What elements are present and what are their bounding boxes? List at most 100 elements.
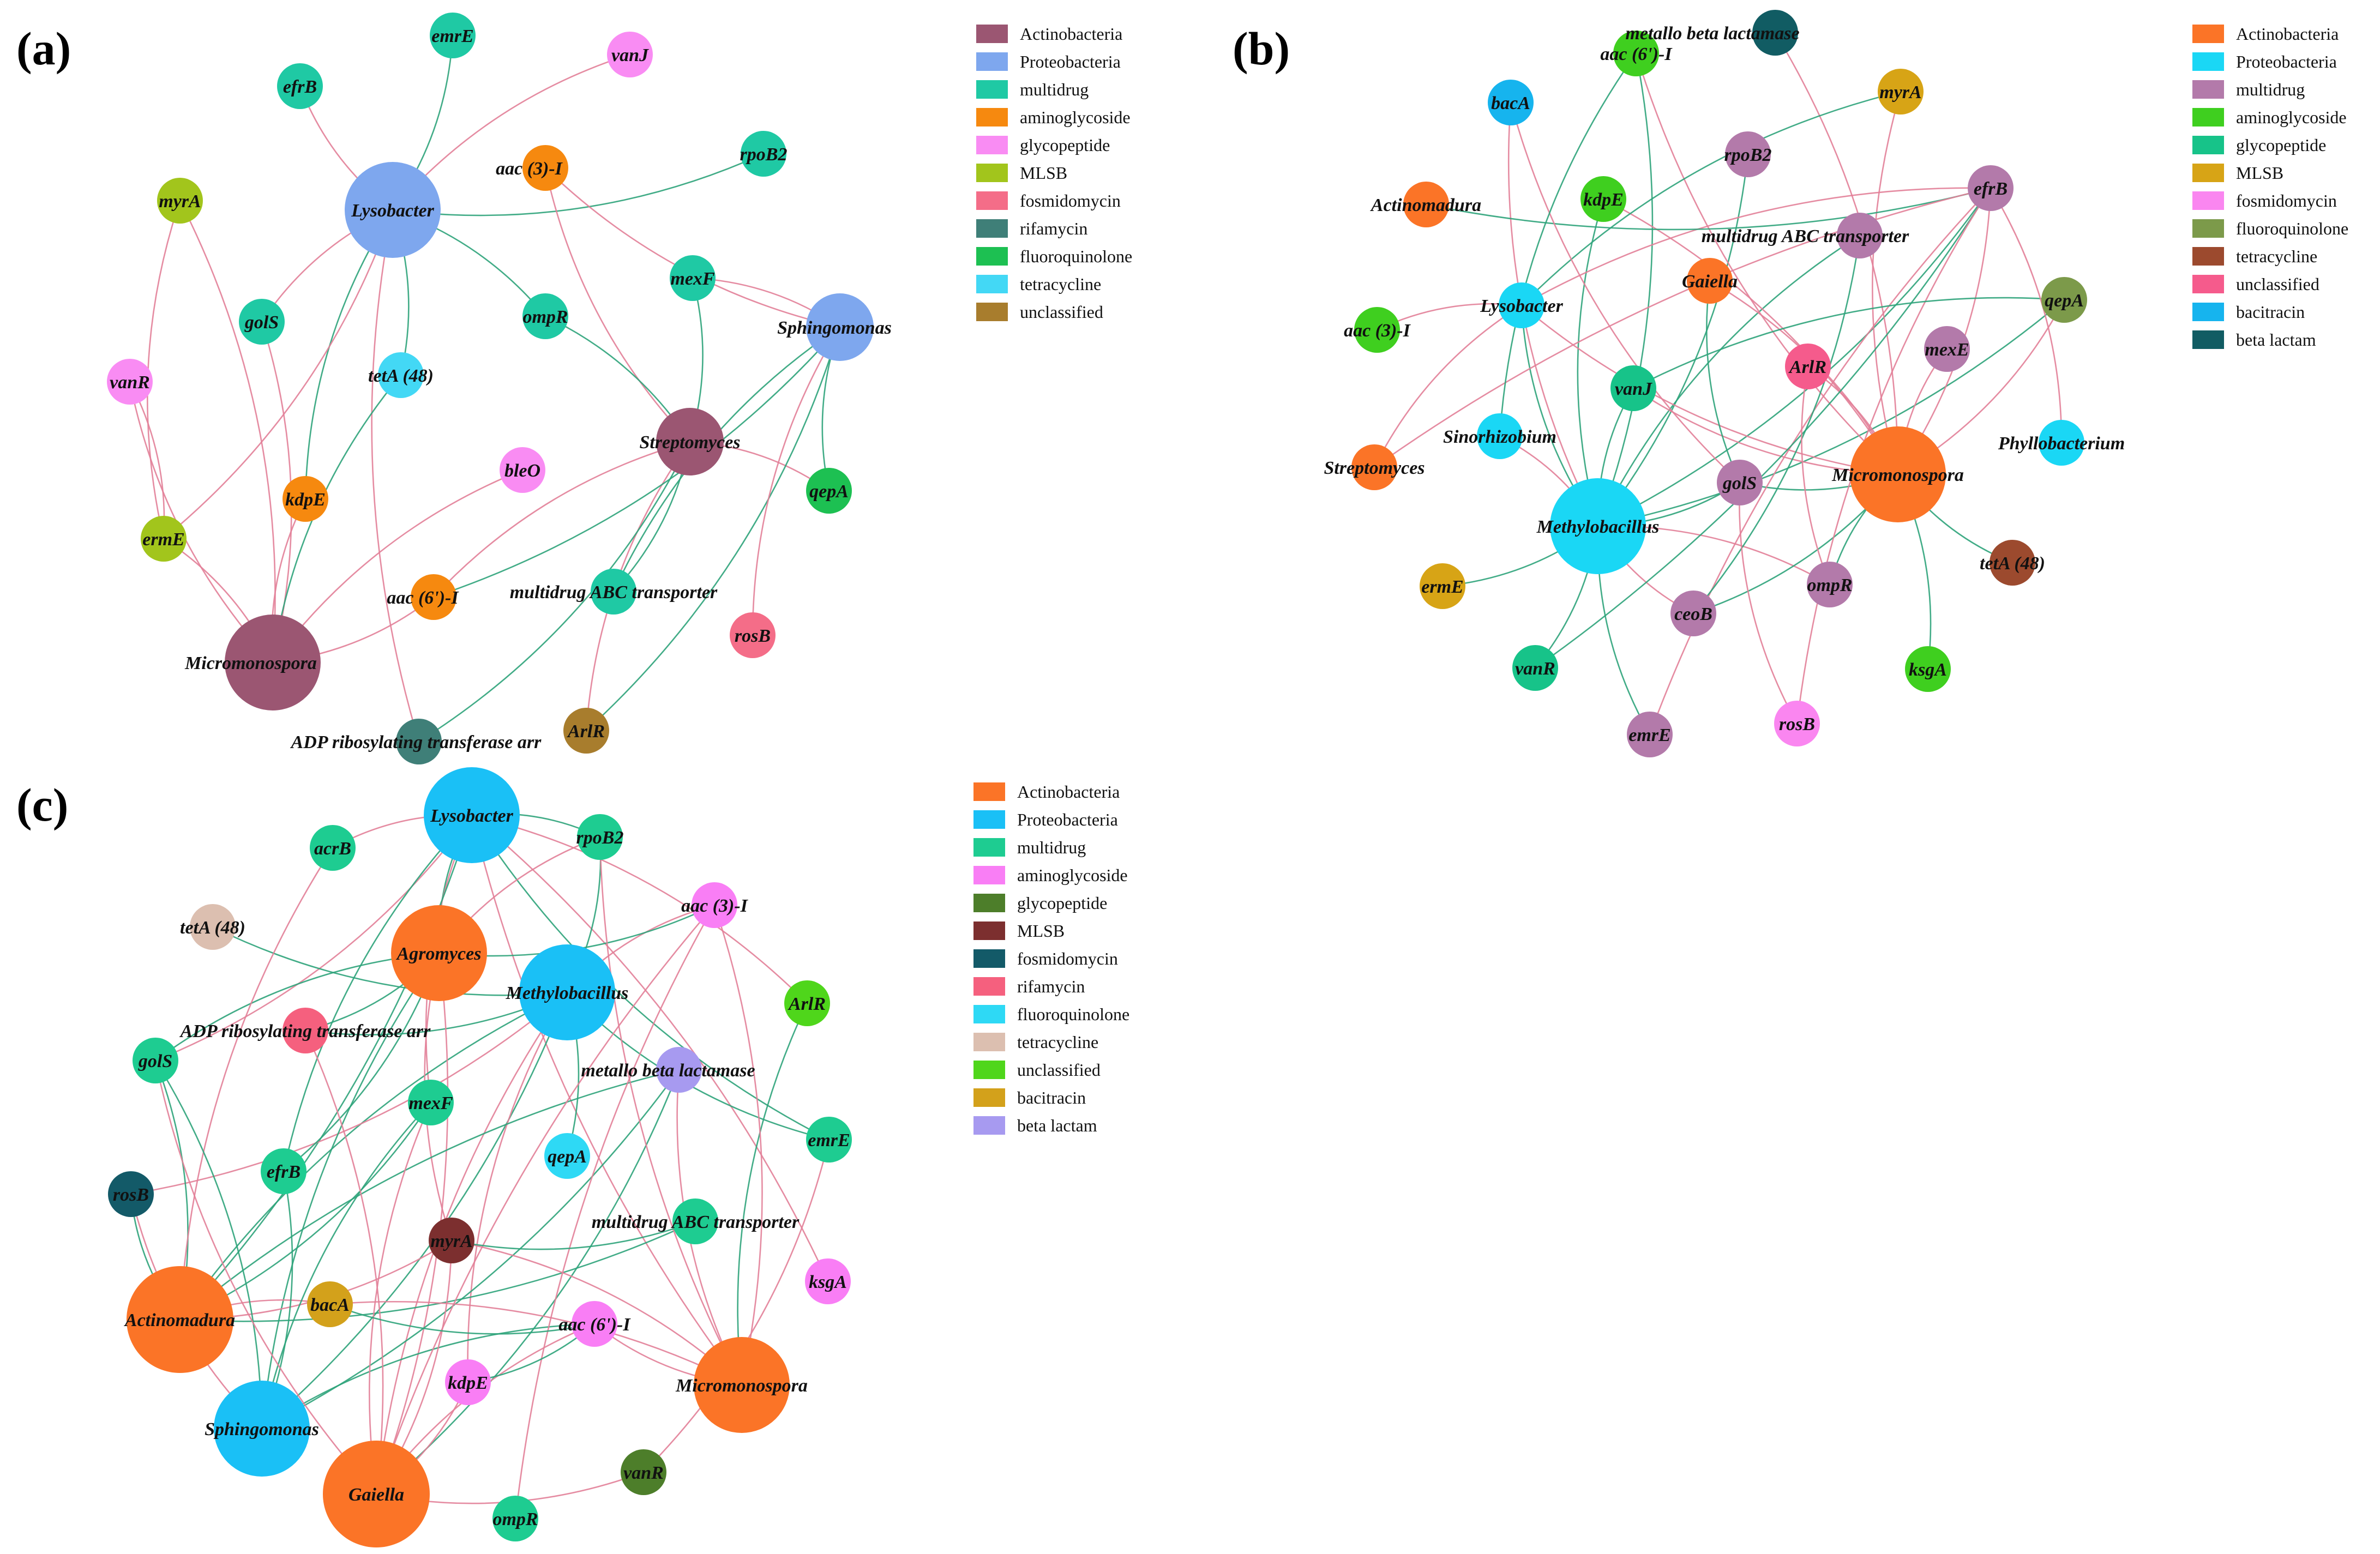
node-label: vanR [1515,659,1555,679]
network-node [141,516,187,562]
network-node [563,708,609,754]
network-node [694,1337,790,1433]
node-label: emrE [1628,725,1670,745]
node-label: kdpE [1583,190,1624,210]
node-label: Actinomadura [1370,195,1481,215]
node-label: Actinomadura [124,1310,235,1330]
network-edge [179,991,568,1320]
legend-label: bacitracin [2236,302,2305,322]
legend-label: unclassified [2236,274,2319,294]
node-label: Lysobacter [430,806,513,826]
legend-swatch [976,303,1008,321]
legend-label: tetracycline [1020,274,1101,294]
legend-label: Actinobacteria [2236,24,2339,44]
network-edge [471,815,830,1141]
node-label: ceoB [1674,604,1712,624]
network-edge [1373,304,1522,468]
legend-swatch [2192,303,2224,321]
legend-label: rifamycin [1017,977,1085,996]
node-label: Micromonospora [675,1376,808,1396]
node-label: Sphingomonas [205,1419,319,1439]
node-label: Phyllobacterium [1998,433,2125,454]
network-edge [1739,482,1798,724]
network-edge [304,1030,384,1495]
network-node [1752,10,1798,56]
node-label: mexF [670,269,715,289]
node-label: aac (6')-I [558,1315,631,1335]
node-label: efrB [267,1162,300,1182]
network-node [107,359,153,405]
node-label: rosB [735,626,771,646]
network-node [1488,80,1534,125]
network-edge [433,327,840,598]
network-edge [283,815,472,1172]
legend-label: Proteobacteria [1017,810,1118,829]
network-node [429,1218,474,1263]
panel-b-legend: ActinobacteriaProteobacteriamultidrugami… [2192,24,2348,350]
legend-label: glycopeptide [1020,135,1110,155]
legend-label: MLSB [1017,921,1065,941]
node-label: golS [244,312,279,333]
legend-swatch [976,247,1008,266]
network-edge [1597,53,1654,527]
legend-swatch [2192,52,2224,71]
network-edge [179,815,473,1320]
node-label: acrB [314,839,351,859]
network-edge [467,992,568,1383]
network-edge [1521,187,1991,306]
network-edge [737,1003,808,1386]
legend-label: multidrug [1017,838,1086,857]
network-node [1580,176,1626,222]
network-edge [1499,53,1637,437]
legend-swatch [2192,164,2224,182]
node-label: Gaiella [348,1485,404,1505]
network-edge [1990,188,2063,443]
network-node [378,352,424,398]
network-node [345,162,441,258]
network-node [261,1148,306,1194]
node-label: myrA [1879,82,1921,103]
network-edge [371,209,420,742]
legend-label: fluoroquinolone [2236,219,2348,238]
node-label: bacA [1491,93,1530,113]
legend-swatch [973,894,1005,912]
node-label: aac (6')-I [1600,44,1673,64]
network-edge [1535,188,1992,669]
network-node [730,612,776,658]
network-edge [471,815,829,1282]
network-node [806,468,852,514]
legend-swatch [976,164,1008,182]
node-label: myrA [159,191,201,212]
node-label: qepA [2045,291,2084,311]
network-node [672,1198,718,1244]
legend-swatch [976,191,1008,210]
legend-swatch [2192,219,2224,238]
network-edge [418,441,691,743]
node-label: ksgA [809,1272,847,1292]
node-label: Sphingomonas [777,318,892,338]
network-node [607,32,653,77]
network-edge [599,836,743,1386]
node-label: emrE [808,1130,850,1151]
network-edge [752,327,841,636]
node-label: aac (3)-I [681,896,749,916]
network-edge [261,1102,431,1429]
node-label: rosB [1779,714,1815,734]
network-node [1351,444,1397,490]
node-label: Methylobacillus [1536,517,1660,537]
legend-swatch [973,810,1005,829]
node-label: rpoB2 [740,144,788,165]
legend-label: tetracycline [1017,1032,1098,1052]
legend-label: tetracycline [2236,246,2317,266]
network-node [1670,591,1716,636]
network-node [806,293,874,361]
network-edge [1521,91,1901,306]
legend-swatch [2192,275,2224,293]
node-label: ArlR [1788,357,1826,377]
node-label: rpoB2 [1724,145,1772,165]
panel-c-legend: ActinobacteriaProteobacteriamultidrugami… [973,782,1129,1135]
network-node [656,408,724,475]
legend-swatch [976,52,1008,71]
network-edge [433,441,690,598]
